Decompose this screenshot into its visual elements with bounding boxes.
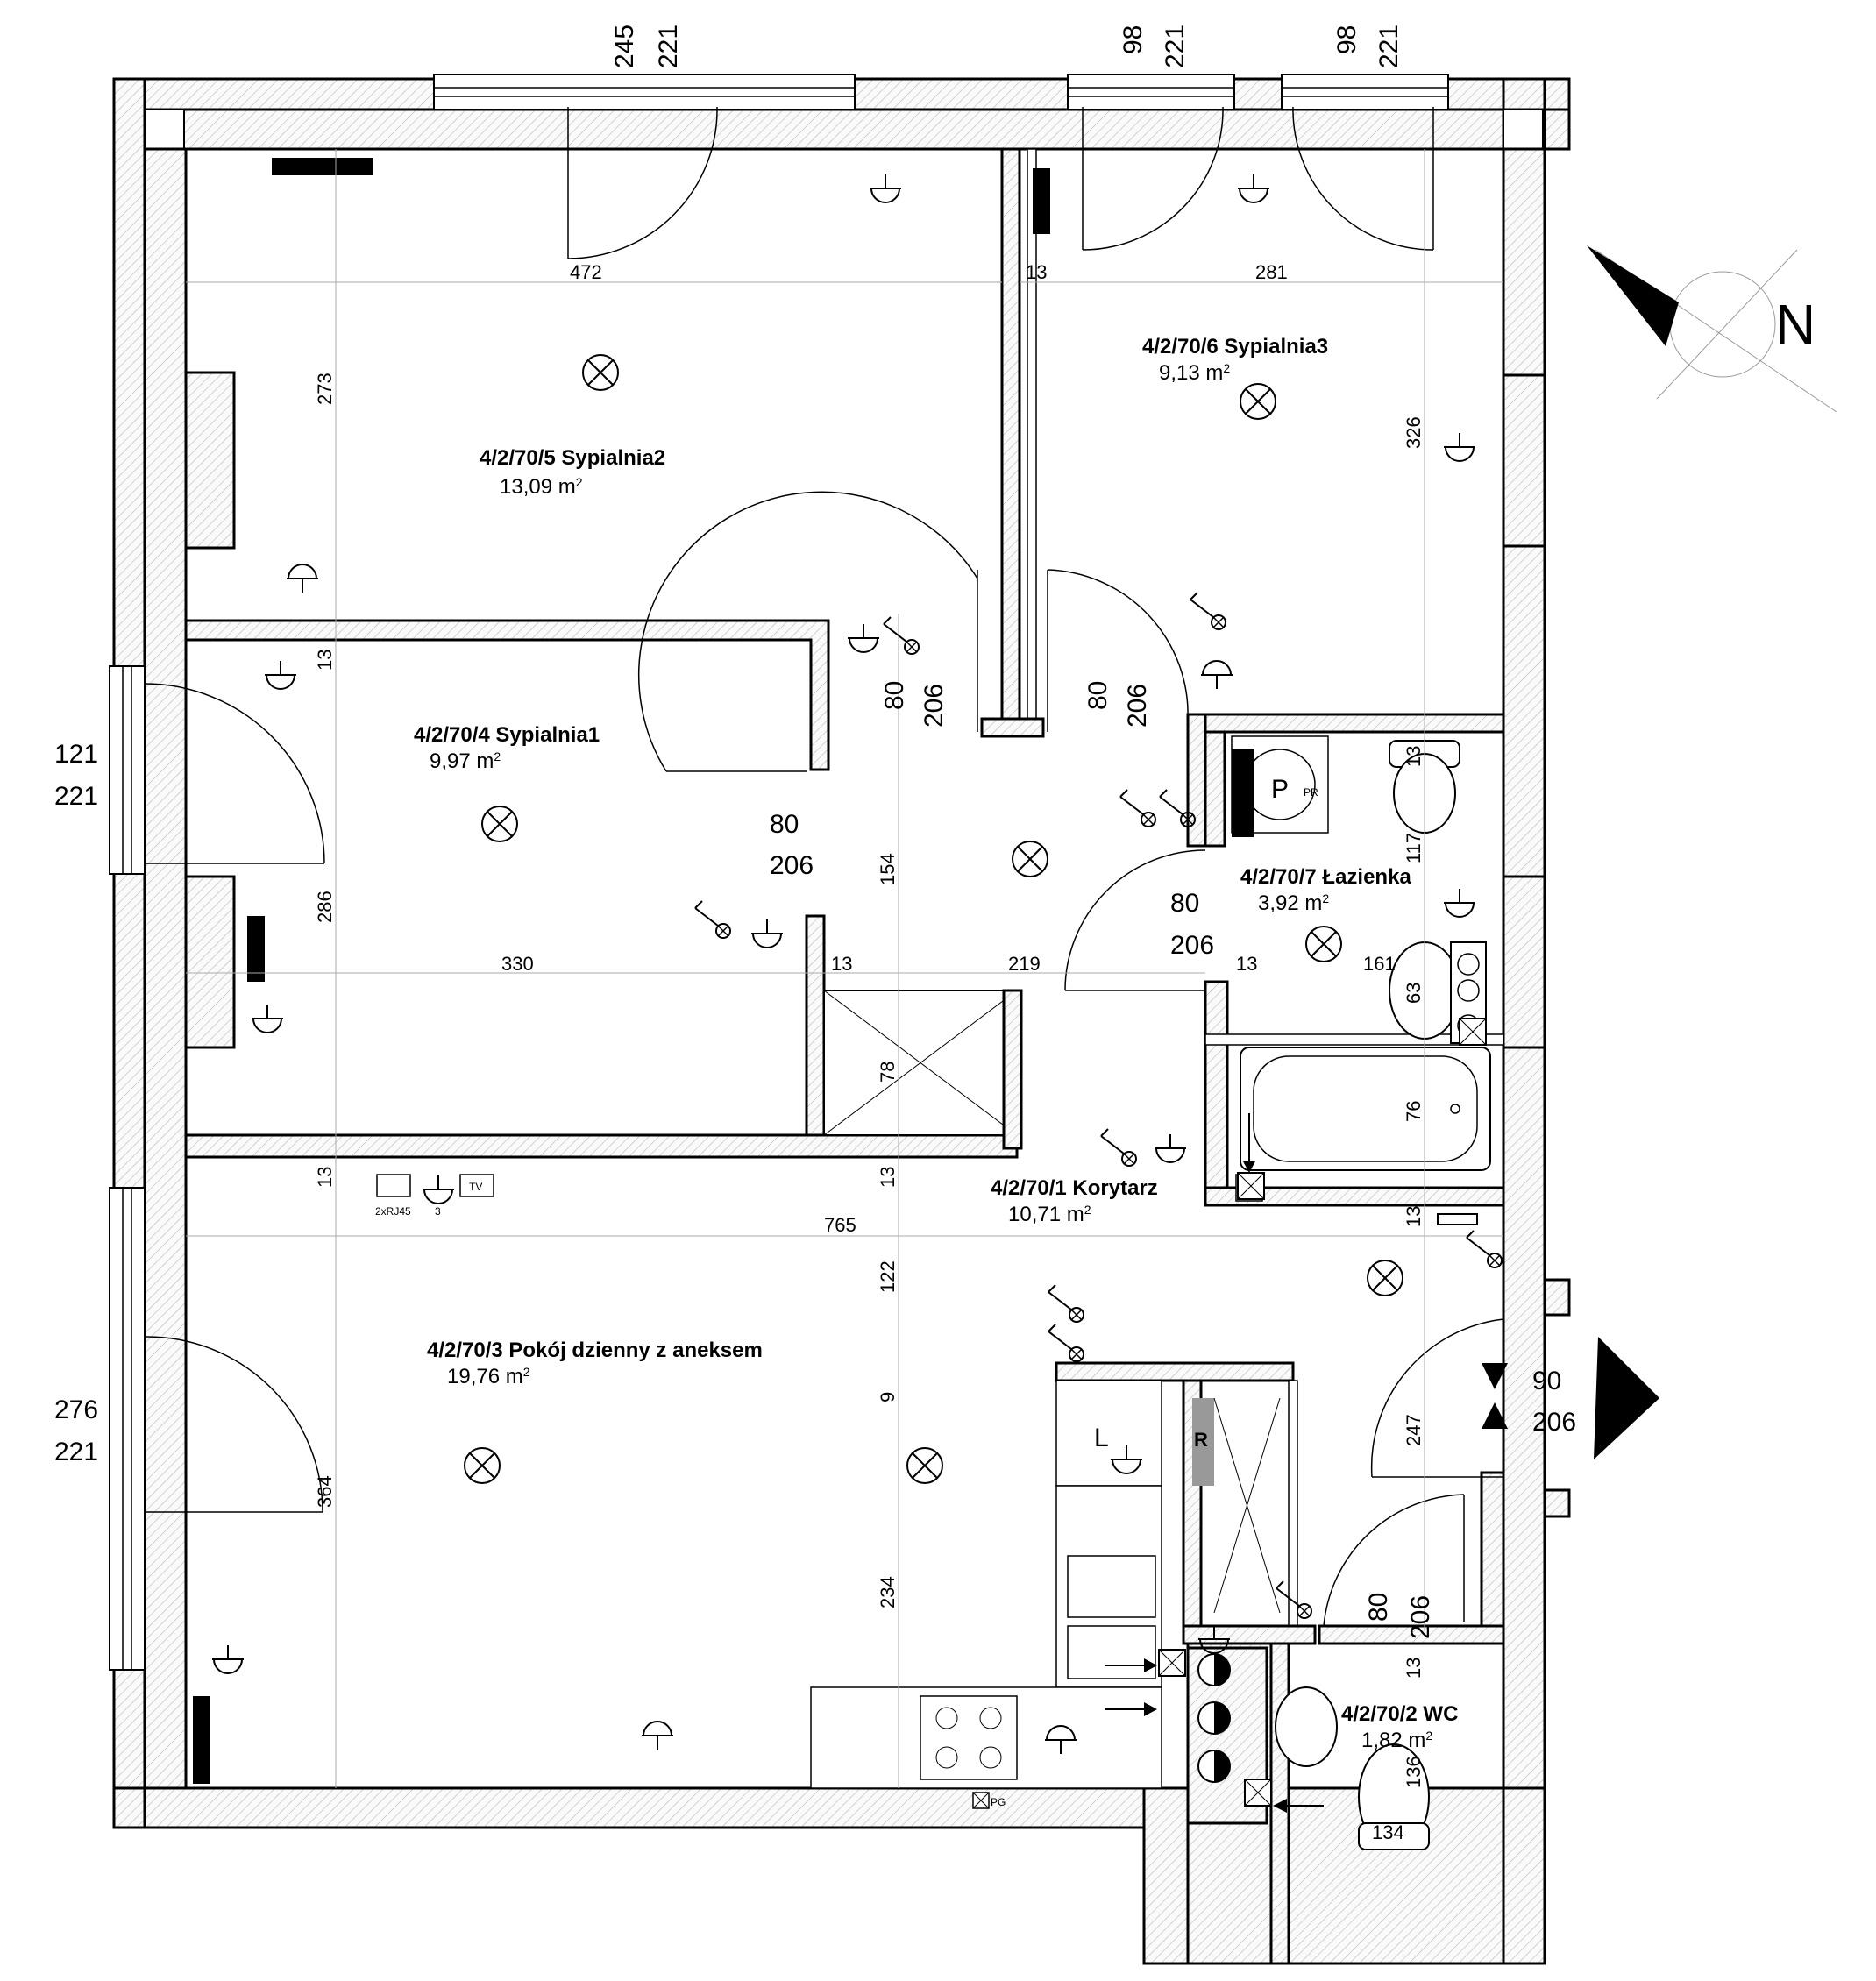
svg-text:13: 13 [1403, 1658, 1425, 1679]
svg-text:154: 154 [877, 853, 899, 885]
top-wall [143, 108, 1505, 151]
window-height: 221 [1375, 25, 1403, 68]
svg-text:13: 13 [314, 650, 336, 671]
svg-text:330: 330 [501, 953, 534, 975]
svg-text:161: 161 [1363, 953, 1396, 975]
left-wall [143, 147, 188, 1790]
svg-text:206: 206 [1406, 1595, 1435, 1639]
door-swings [144, 106, 1504, 1627]
svg-text:234: 234 [877, 1576, 899, 1608]
svg-text:206: 206 [1532, 1408, 1576, 1437]
room-area: 1,82 m2 [1361, 1729, 1432, 1752]
radiators [193, 158, 1478, 1784]
svg-text:364: 364 [314, 1475, 336, 1508]
svg-text:206: 206 [1170, 931, 1214, 960]
l-label: L [1094, 1424, 1109, 1452]
room-name: 4/2/70/5 Sypialnia2 [480, 446, 665, 470]
toilet-wc [1275, 1686, 1430, 1850]
svg-text:13: 13 [1403, 746, 1425, 767]
svg-text:472: 472 [570, 261, 602, 283]
dimension-values: 472 13 281 273 326 13 154 13 117 286 330… [314, 261, 1425, 1843]
room-name: 4/2/70/6 Sypialnia3 [1142, 335, 1328, 359]
room-name: 4/2/70/4 Sypialnia1 [414, 723, 600, 747]
svg-text:206: 206 [1123, 684, 1152, 728]
room-name: 4/2/70/7 Łazienka [1240, 865, 1411, 889]
rj45-label: 2xRJ45 [375, 1205, 411, 1218]
svg-text:76: 76 [1403, 1101, 1425, 1122]
window-width: 121 [54, 740, 98, 769]
svg-text:80: 80 [880, 681, 909, 710]
vent-fans [1105, 1018, 1487, 1813]
tv-label: TV [469, 1181, 482, 1193]
bathtub [1240, 1047, 1491, 1171]
svg-text:326: 326 [1403, 416, 1425, 449]
window-height: 221 [1161, 25, 1190, 68]
svg-text:117: 117 [1403, 833, 1425, 863]
svg-text:13: 13 [1026, 261, 1047, 283]
entrance-arrow [1594, 1337, 1659, 1459]
room-name: 4/2/70/2 WC [1341, 1702, 1458, 1726]
room-name: 4/2/70/3 Pokój dzienny z aneksem [427, 1338, 763, 1362]
svg-text:206: 206 [920, 684, 949, 728]
svg-text:136: 136 [1403, 1756, 1425, 1788]
fridge-label: R [1194, 1429, 1208, 1451]
svg-text:9: 9 [877, 1392, 899, 1402]
room-area: 3,92 m2 [1258, 891, 1329, 915]
pillar-west [184, 875, 236, 1049]
windows [109, 74, 1546, 1671]
svg-text:765: 765 [824, 1214, 856, 1236]
window-height: 221 [654, 25, 683, 68]
tel-label: 3 [435, 1205, 441, 1218]
svg-text:286: 286 [314, 891, 336, 923]
room-area: 13,09 m2 [500, 475, 583, 499]
door-labels: 80 206 80 206 80 206 80 206 80 206 90 20… [770, 681, 1576, 1639]
svg-text:134: 134 [1372, 1821, 1404, 1843]
svg-text:63: 63 [1403, 983, 1425, 1004]
window-width: 98 [1332, 25, 1361, 54]
room-area: 9,13 m2 [1159, 361, 1230, 385]
svg-text:206: 206 [770, 851, 814, 880]
svg-text:80: 80 [1364, 1593, 1393, 1622]
svg-text:13: 13 [1403, 1206, 1425, 1227]
pg-label: PG [991, 1796, 1006, 1808]
svg-text:247: 247 [1403, 1414, 1425, 1446]
svg-text:13: 13 [1236, 953, 1257, 975]
svg-text:13: 13 [831, 953, 852, 975]
sockets: 2xRJ45 3 TV [211, 174, 1476, 1755]
compass-label: N [1775, 293, 1816, 356]
svg-text:78: 78 [877, 1062, 899, 1083]
room-area: 9,97 m2 [430, 749, 501, 773]
kitchen: L PG [810, 1380, 1162, 1809]
window-width: 276 [54, 1395, 98, 1424]
p-label: P [1271, 775, 1289, 804]
pillar-north [184, 371, 236, 550]
svg-text:80: 80 [1084, 681, 1112, 710]
svg-text:281: 281 [1255, 261, 1288, 283]
svg-text:219: 219 [1008, 953, 1041, 975]
window-width: 98 [1119, 25, 1148, 54]
room-area: 10,71 m2 [1008, 1203, 1091, 1226]
svg-text:80: 80 [770, 810, 799, 839]
pr-label: PR [1304, 786, 1318, 799]
svg-text:13: 13 [314, 1167, 336, 1188]
fridge: R [1192, 1397, 1281, 1614]
svg-text:122: 122 [877, 1260, 899, 1293]
svg-text:13: 13 [877, 1167, 899, 1188]
svg-text:273: 273 [314, 373, 336, 405]
svg-text:80: 80 [1170, 889, 1199, 918]
dimension-lines [186, 149, 1503, 1788]
room-name: 4/2/70/1 Korytarz [991, 1176, 1158, 1200]
installation-shaft [1186, 941, 1487, 1825]
room-labels: 4/2/70/5 Sypialnia2 13,09 m2 4/2/70/6 Sy… [414, 335, 1458, 1752]
door-closer-top [1482, 1363, 1508, 1389]
window-labels: 245 221 98 221 98 221 121 221 276 221 [54, 25, 1403, 1466]
window-height: 221 [54, 1438, 98, 1466]
window-height: 221 [54, 782, 98, 811]
door-closer-bottom [1482, 1402, 1508, 1429]
compass: N [1587, 245, 1837, 413]
room-area: 19,76 m2 [447, 1365, 530, 1388]
svg-text:90: 90 [1532, 1367, 1561, 1395]
window-width: 245 [610, 25, 639, 68]
